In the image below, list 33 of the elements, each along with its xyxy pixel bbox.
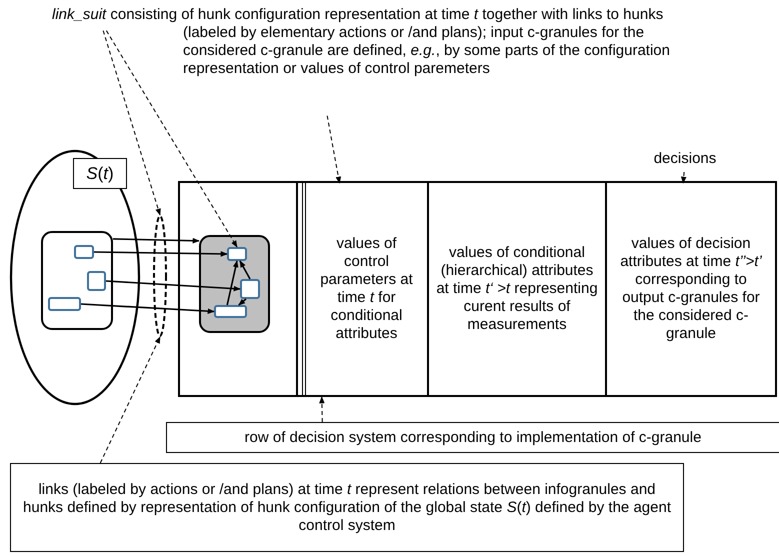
arrow bbox=[94, 251, 228, 257]
row-caption-box: row of decision system corresponding to implementation of c-granule bbox=[166, 422, 779, 453]
link-suit-note: link_suit consisting of hunk configuration representation at time t together with links to hunks (labeled by elementary actions or /and plans); input c-granules for the considered c-granule are defined, e.g., by some parts of the configuration representation or values of control paremeters bbox=[52, 6, 692, 118]
leader-line bbox=[100, 336, 160, 464]
leader-line bbox=[326, 115, 342, 184]
text: S(t) bbox=[85, 163, 115, 185]
leader-line bbox=[106, 30, 238, 248]
configuration-box bbox=[41, 231, 113, 330]
hunk-box bbox=[74, 245, 94, 259]
arrow bbox=[112, 238, 200, 244]
arrow bbox=[238, 298, 246, 306]
leader-line bbox=[680, 172, 686, 184]
hunk-box bbox=[214, 305, 247, 318]
arrow bbox=[80, 303, 215, 314]
note-box: links (labeled by actions or /and plans) at time t represent relations between infogranules and hunks defined by representation of hunk configuration of the global state S(t) defined by the agent control system bbox=[10, 463, 684, 552]
configuration-box bbox=[199, 235, 270, 333]
decision-row bbox=[178, 181, 777, 397]
table-cell: values of decision attributes at time t’’>t’ corresponding to output c-granules for the considered c-granule bbox=[605, 183, 775, 395]
hunk-box bbox=[240, 279, 260, 299]
leader-line bbox=[102, 30, 161, 216]
text: decisions bbox=[652, 150, 718, 168]
table-cell: values of conditional (hierarchical) attributes at time t‘ >t representing curent results of measurements bbox=[427, 183, 605, 395]
state-label bbox=[73, 158, 127, 189]
arrow bbox=[226, 260, 238, 306]
link-suit-ellipse bbox=[153, 215, 167, 337]
table-cell: values of control parameters at time t for conditional attributes bbox=[302, 183, 427, 395]
hunk-box bbox=[87, 271, 106, 291]
leader-line bbox=[319, 396, 325, 422]
state-ellipse bbox=[10, 150, 140, 405]
hunk-box bbox=[48, 297, 81, 311]
arrow bbox=[106, 280, 241, 292]
arrow bbox=[239, 260, 251, 280]
hunk-box bbox=[227, 247, 247, 261]
